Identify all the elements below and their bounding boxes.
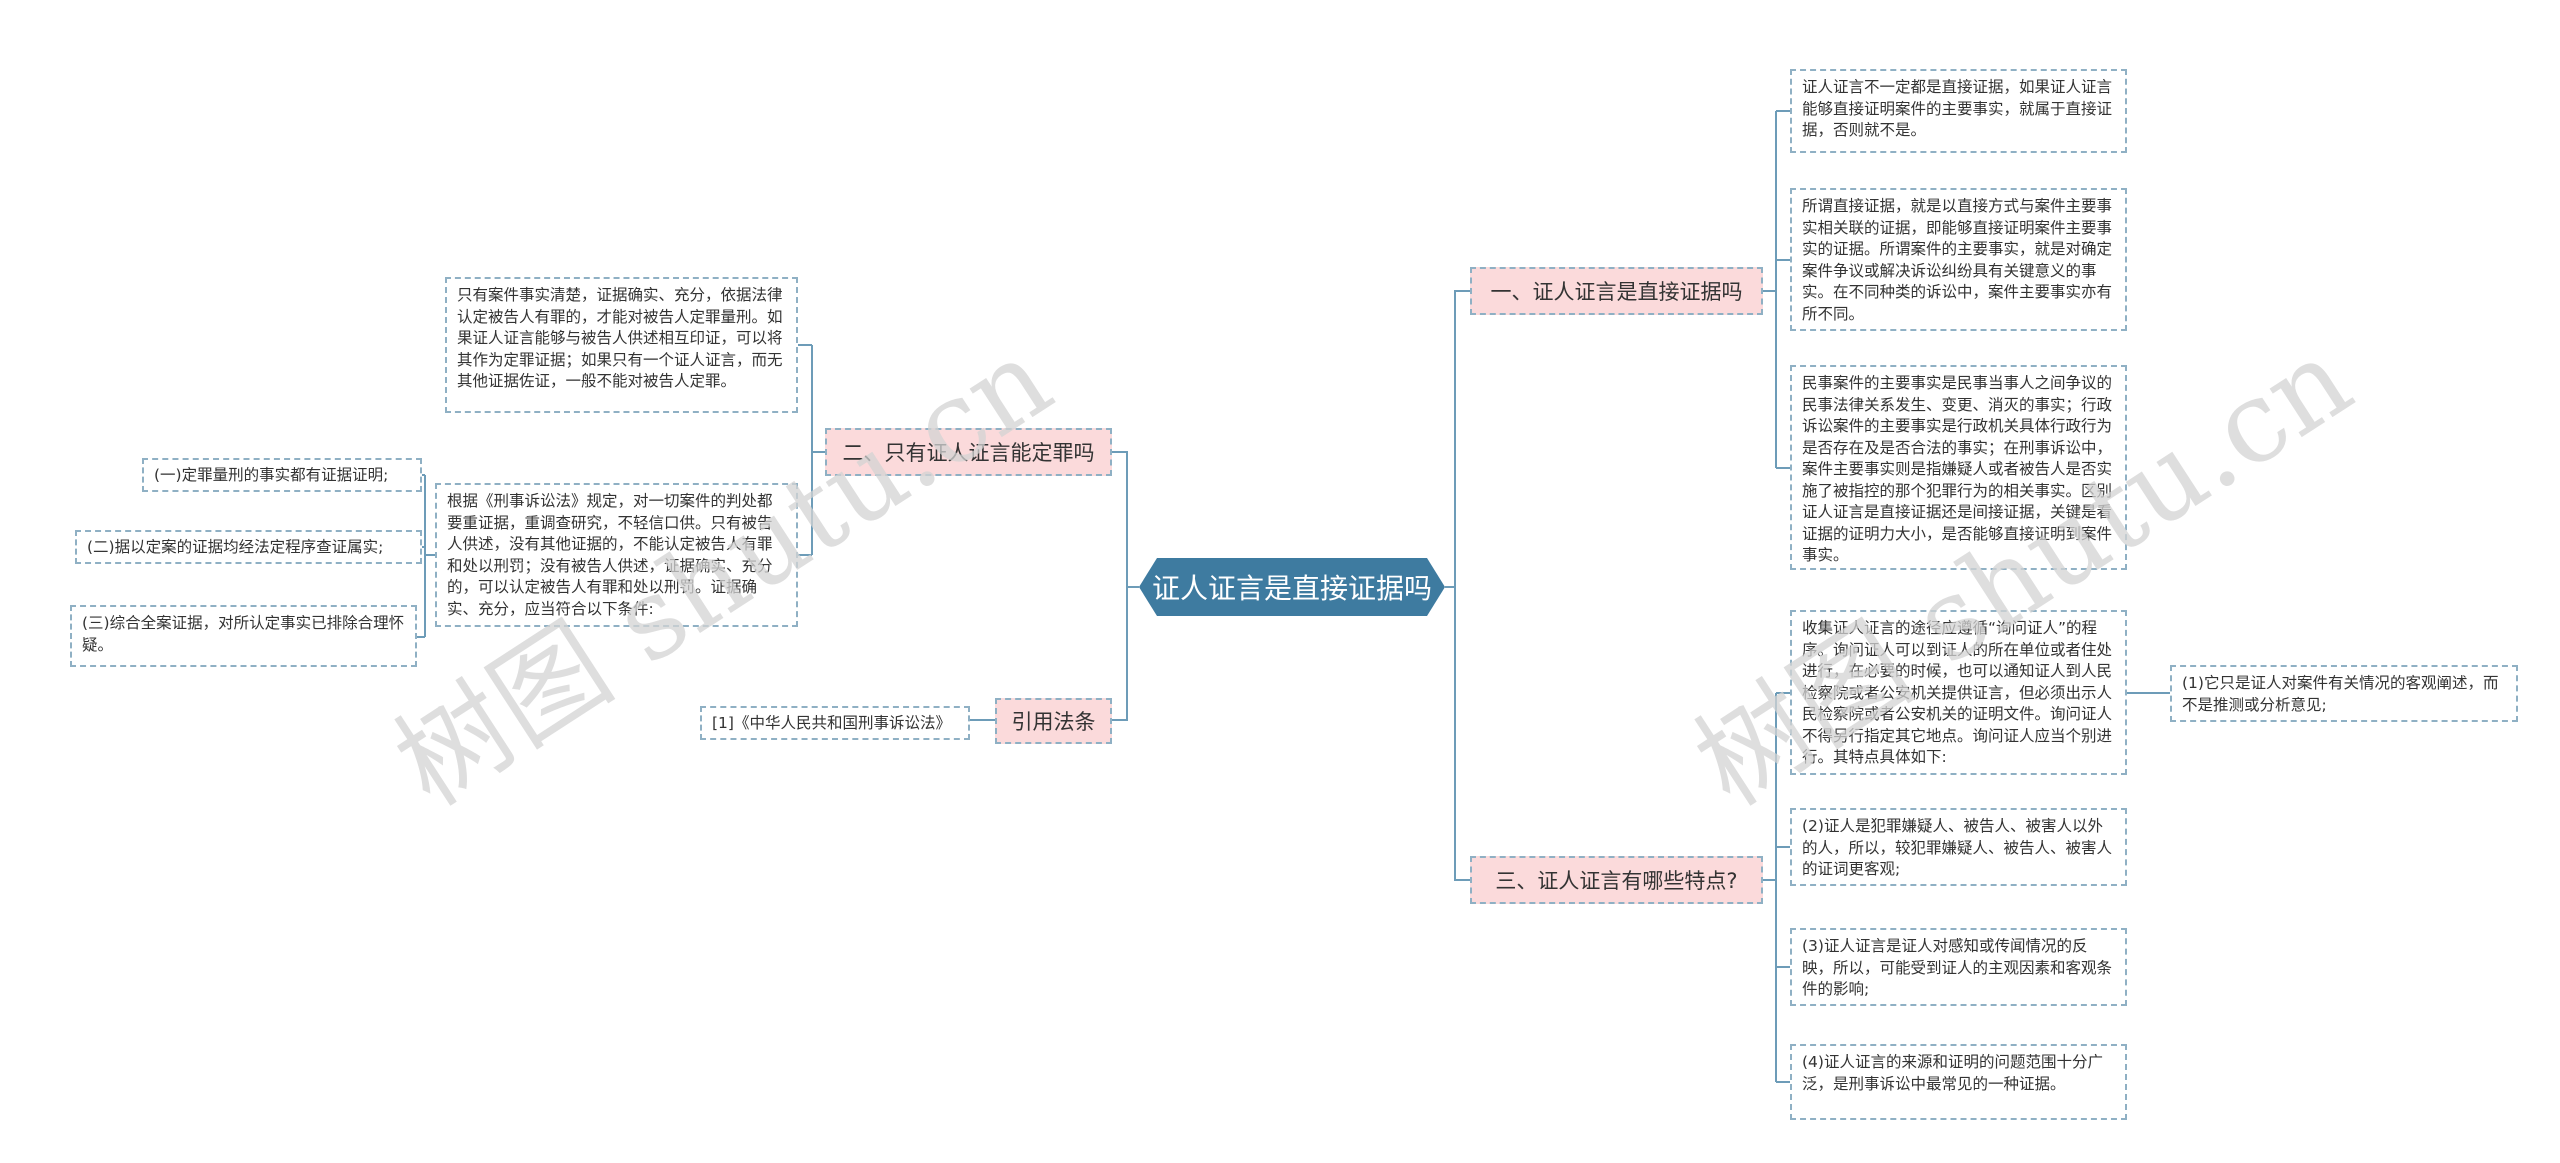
- link-root-b1: [1445, 290, 1470, 588]
- leaf-main-facts-by-case-type[interactable]: 民事案件的主要事实是民事当事人之间争议的民事法律关系发生、变更、消灭的事实；行政…: [1790, 365, 2127, 570]
- leaf-collecting-testimony[interactable]: 收集证人证言的途径应遵循“询问证人”的程序。询问证人可以到证人的所在单位或者住处…: [1790, 610, 2127, 775]
- leaf-condition-facts-proven[interactable]: (一)定罪量刑的事实都有证据证明;: [142, 458, 422, 492]
- leaf-testimony-not-always-direct[interactable]: 证人证言不一定都是直接证据，如果证人证言能够直接证明案件的主要事实，就属于直接证…: [1790, 69, 2127, 153]
- branch-conviction-by-testimony[interactable]: 二、只有证人证言能定罪吗: [825, 428, 1112, 476]
- leaf-conviction-requirements[interactable]: 只有案件事实清楚，证据确实、充分，依据法律认定被告人有罪的，才能对被告人定罪量刑…: [445, 277, 798, 413]
- leaf-feature-wide-scope[interactable]: (4)证人证言的来源和证明的问题范围十分广泛，是刑事诉讼中最常见的一种证据。: [1790, 1044, 2127, 1120]
- branch-characteristics[interactable]: 三、证人证言有哪些特点?: [1470, 856, 1763, 904]
- link-root-b2: [1112, 451, 1139, 588]
- leaf-feature-objective-statement[interactable]: (1)它只是证人对案件有关情况的客观阐述，而不是推测或分析意见;: [2170, 665, 2518, 722]
- link-l2-subs: [417, 474, 435, 638]
- link-root-b4: [1112, 586, 1139, 721]
- leaf-direct-evidence-definition[interactable]: 所谓直接证据，就是以直接方式与案件主要事实相关联的证据，即能够直接证明案件主要事…: [1790, 188, 2127, 331]
- link-b1-leaves: [1763, 110, 1790, 469]
- branch-cited-statutes[interactable]: 引用法条: [995, 698, 1112, 744]
- branch-is-direct-evidence[interactable]: 一、证人证言是直接证据吗: [1470, 267, 1763, 315]
- link-root-b3: [1445, 586, 1470, 881]
- root-topic[interactable]: 证人证言是直接证据吗: [1139, 558, 1445, 616]
- leaf-condition-no-reasonable-doubt[interactable]: (三)综合全案证据，对所认定事实已排除合理怀疑。: [70, 605, 417, 667]
- leaf-criminal-procedure-law-citation[interactable]: [1]《中华人民共和国刑事诉讼法》: [700, 706, 970, 740]
- link-b2-leaves: [798, 344, 825, 556]
- leaf-criminal-procedure-rule[interactable]: 根据《刑事诉讼法》规定，对一切案件的判处都要重证据，重调查研究，不轻信口供。只有…: [435, 483, 798, 627]
- link-b3-leaves: [1763, 692, 1790, 1083]
- leaf-condition-verified-procedure[interactable]: (二)据以定案的证据均经法定程序查证属实;: [75, 530, 422, 564]
- leaf-feature-third-party[interactable]: (2)证人是犯罪嫌疑人、被告人、被害人以外的人，所以，较犯罪嫌疑人、被告人、被害…: [1790, 808, 2127, 886]
- leaf-feature-subjective-influence[interactable]: (3)证人证言是证人对感知或传闻情况的反映，所以，可能受到证人的主观因素和客观条…: [1790, 928, 2127, 1006]
